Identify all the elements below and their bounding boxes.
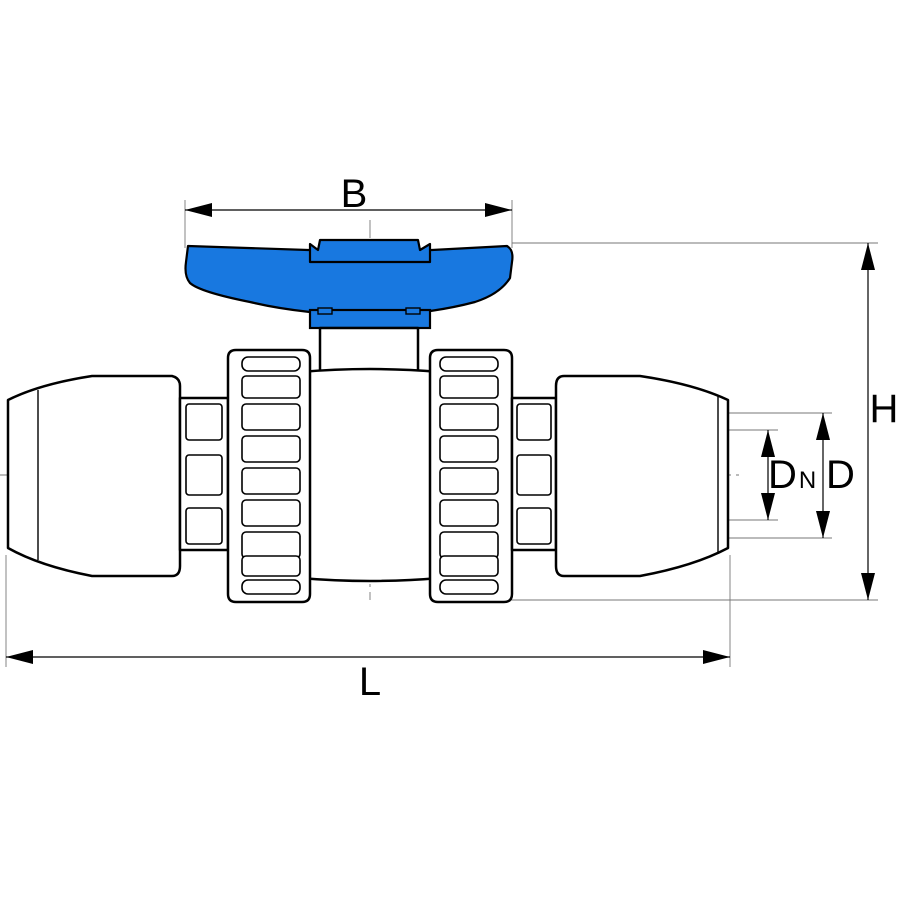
label-dn: DN [768,453,816,497]
left-compression-end [6,374,182,578]
right-compression-end [554,374,730,578]
label-dn-main: D [768,453,797,497]
right-coupling [510,396,558,552]
dimension-dn: DN [761,430,816,520]
handle-hub [308,238,432,264]
label-dn-sub: N [799,467,816,494]
label-h: H [870,387,899,431]
dimension-d: D [816,413,855,538]
handle [184,238,514,330]
stem-notch-left [317,307,333,315]
dimension-l: L [6,650,730,704]
label-b: B [341,172,368,216]
left-coupling [178,396,230,552]
stem-neck [318,326,420,374]
dimension-h: H [861,243,898,600]
valve-body [298,367,442,583]
label-d: D [826,453,855,497]
left-union-nut [226,348,312,604]
dimension-b: B [185,172,512,217]
right-union-nut [428,348,514,604]
label-l: L [359,660,381,704]
stem-notch-right [405,307,421,315]
